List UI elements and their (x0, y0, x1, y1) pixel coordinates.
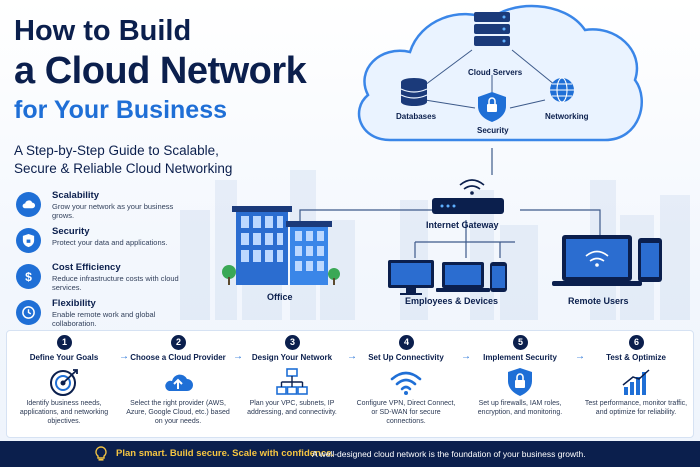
lightbulb-icon (95, 446, 107, 461)
step-title: Set Up Connectivity (368, 353, 444, 362)
phone-icon (490, 262, 507, 292)
networking-label: Networking (545, 112, 589, 121)
cloud-servers-label: Cloud Servers (468, 68, 523, 77)
network-diagram (222, 148, 662, 295)
benefit-desc: Protect your data and applications. (52, 238, 168, 247)
footer-banner: Plan smart. Build secure. Scale with con… (0, 441, 700, 467)
benefit-title: Flexibility (52, 298, 96, 309)
databases-label: Databases (396, 112, 437, 121)
database-icon (400, 78, 428, 106)
wifi-icon (390, 371, 422, 395)
bar-chart-icon (622, 369, 650, 395)
benefit-title: Scalability (52, 190, 99, 201)
step-number: 1 (57, 335, 72, 350)
employees-devices-label: Employees & Devices (405, 296, 499, 306)
laptop-icon (436, 262, 490, 292)
step-number: 5 (513, 335, 528, 350)
step-1: 1 Define Your Goals Identify business ne… (7, 331, 121, 439)
step-desc: Configure VPN, Direct Connect, or SD-WAN… (356, 400, 456, 425)
office-label: Office (267, 292, 293, 302)
step-title: Implement Security (483, 353, 557, 362)
benefit-title: Security (52, 226, 90, 237)
svg-text:$: $ (25, 270, 32, 284)
step-title: Define Your Goals (29, 353, 99, 362)
remote-users-label: Remote Users (568, 296, 629, 306)
step-title: Choose a Cloud Provider (130, 353, 226, 362)
step-desc: Select the right provider (AWS, Azure, G… (126, 400, 230, 425)
step-2: 2 Choose a Cloud Provider Select the rig… (121, 331, 235, 439)
benefits-list: Scalability Grow your network as your bu… (14, 190, 194, 334)
step-6: 6 Test & Optimize Test performance, moni… (579, 331, 693, 439)
arrow-icon: → (233, 351, 243, 362)
benefit-title: Cost Efficiency (52, 262, 121, 273)
step-number: 6 (629, 335, 644, 350)
steps-panel: 1 Define Your Goals Identify business ne… (6, 330, 694, 438)
step-desc: Plan your VPC, subnets, IP addressing, a… (247, 400, 337, 416)
internet-gateway-label: Internet Gateway (426, 220, 499, 230)
arrow-icon: → (575, 351, 585, 362)
security-shield-icon (478, 92, 506, 122)
page-subtitle: A Step-by-Step Guide to Scalable, Secure… (14, 143, 233, 176)
title-line-3: for Your Business (14, 96, 228, 124)
page-title: How to Build a Cloud Network for Your Bu… (14, 14, 307, 126)
cloud-diagram (357, 4, 643, 142)
arrow-icon: → (461, 351, 471, 362)
clock-icon (16, 300, 41, 325)
step-number: 3 (285, 335, 300, 350)
remote-phone-icon (638, 238, 662, 282)
cloud-icon (16, 192, 41, 217)
title-line-1: How to Build (14, 15, 192, 47)
remote-laptop-icon (552, 235, 642, 286)
desktop-monitor-icon (388, 260, 434, 295)
router-icon (432, 198, 504, 214)
benefit-desc: Grow your network as your business grows… (52, 202, 174, 220)
footer-message: A well-designed cloud network is the fou… (312, 449, 586, 459)
shield-icon (16, 228, 41, 253)
benefit-desc: Reduce infrastructure costs with cloud s… (52, 274, 179, 292)
step-desc: Test performance, monitor traffic, and o… (584, 400, 688, 416)
benefit-flexibility: Flexibility Enable remote work and globa… (14, 298, 194, 334)
cloud-upload-icon (165, 374, 193, 391)
network-diagram-icon (276, 368, 308, 395)
step-desc: Set up firewalls, IAM roles, encryption,… (477, 400, 563, 416)
benefit-scalability: Scalability Grow your network as your bu… (14, 190, 194, 226)
title-line-2: a Cloud Network (14, 50, 307, 92)
office-building-icon (222, 206, 340, 285)
arrow-icon: → (119, 351, 129, 362)
step-number: 4 (399, 335, 414, 350)
benefit-cost-efficiency: $ Cost Efficiency Reduce infrastructure … (14, 262, 194, 298)
dollar-icon: $ (16, 264, 41, 289)
security-label: Security (477, 126, 509, 135)
target-icon (50, 369, 78, 396)
step-4: 4 Set Up Connectivity Configure VPN, Dir… (349, 331, 463, 439)
shield-lock-icon (508, 368, 532, 396)
benefit-desc: Enable remote work and global collaborat… (52, 310, 156, 328)
globe-icon (550, 77, 574, 103)
arrow-icon: → (347, 351, 357, 362)
step-title: Test & Optimize (606, 353, 666, 362)
server-icon (474, 12, 510, 46)
step-5: 5 Implement Security Set up firewalls, I… (463, 331, 577, 439)
step-3: 3 Design Your Network Plan your VPC, sub… (235, 331, 349, 439)
benefit-security: Security Protect your data and applicati… (14, 226, 194, 262)
gateway-wifi-icon (459, 179, 485, 190)
footer-tagline: Plan smart. Build secure. Scale with con… (116, 448, 335, 459)
step-desc: Identify business needs, applications, a… (19, 400, 109, 425)
step-title: Design Your Network (251, 353, 333, 362)
step-number: 2 (171, 335, 186, 350)
